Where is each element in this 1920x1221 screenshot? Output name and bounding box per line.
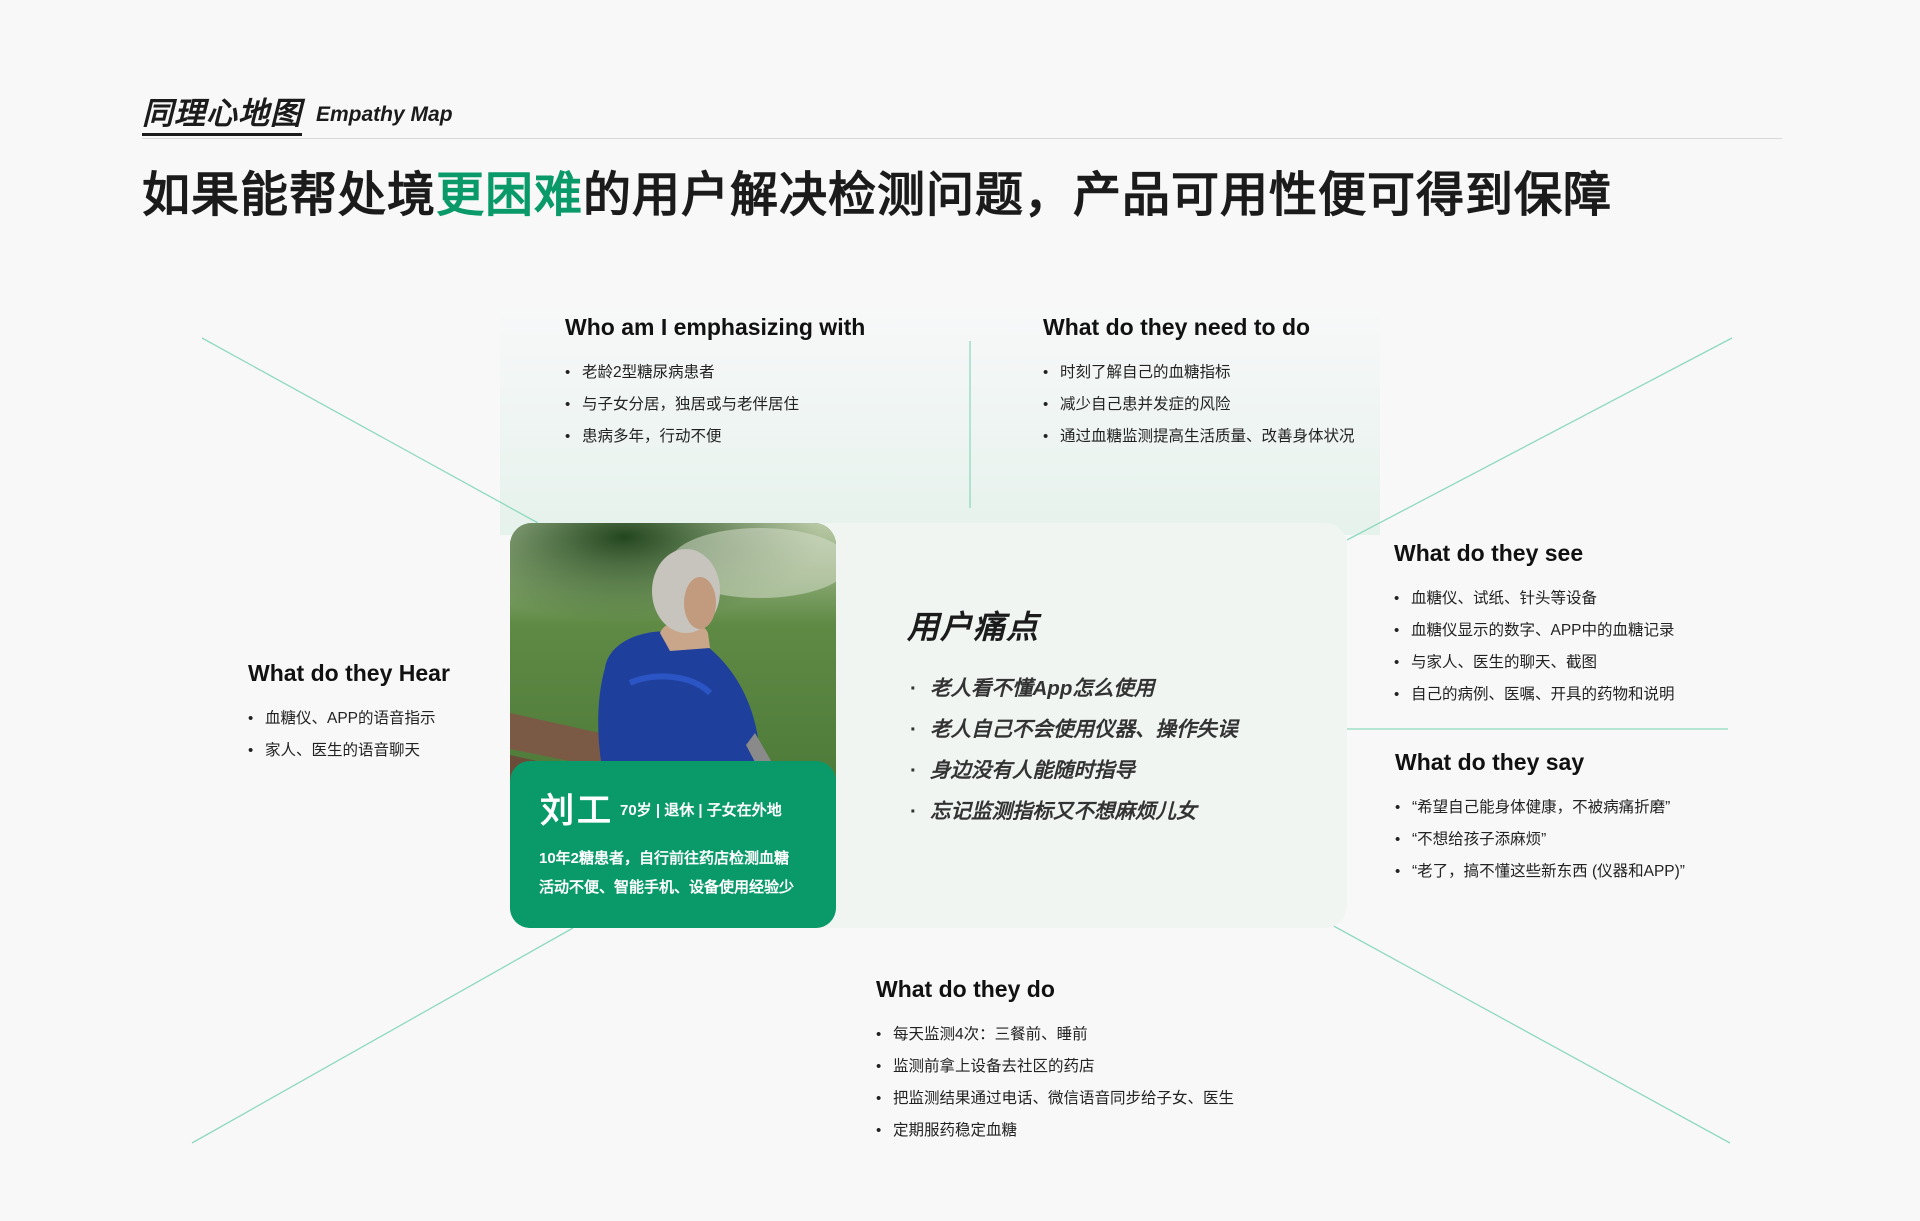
persona-meta: 70岁 | 退休 | 子女在外地: [620, 802, 782, 819]
list-item: “希望自己能身体健康，不被病痛折磨”: [1395, 792, 1685, 824]
section-who: Who am I emphasizing with 老龄2型糖尿病患者 与子女分…: [565, 314, 865, 453]
list-item: 每天监测4次：三餐前、睡前: [876, 1019, 1234, 1051]
pain-point-item: 身边没有人能随时指导: [910, 750, 1238, 791]
headline-part-1: 如果能帮处境: [142, 169, 437, 222]
persona-name: 刘工: [540, 792, 614, 830]
persona-desc-line: 10年2糖患者，自行前往药店检测血糖: [539, 850, 790, 867]
section-label-en: Empathy Map: [316, 103, 453, 126]
section-label-cn: 同理心地图: [142, 97, 302, 136]
list-item: 血糖仪、试纸、针头等设备: [1394, 583, 1675, 615]
section-say: What do they say “希望自己能身体健康，不被病痛折磨” “不想给…: [1395, 749, 1685, 888]
section-list: 血糖仪、APP的语音指示 家人、医生的语音聊天: [248, 703, 450, 767]
persona-desc-line: 活动不便、智能手机、设备使用经验少: [539, 879, 795, 896]
page-headline: 如果能帮处境更困难的用户解决检测问题，产品可用性便可得到保障: [142, 166, 1612, 226]
section-title: What do they Hear: [248, 660, 450, 686]
list-item: 把监测结果通过电话、微信语音同步给子女、医生: [876, 1083, 1234, 1115]
list-item: “不想给孩子添麻烦”: [1395, 824, 1685, 856]
section-list: 老龄2型糖尿病患者 与子女分居，独居或与老伴居住 患病多年，行动不便: [565, 357, 865, 453]
section-title: What do they need to do: [1043, 314, 1311, 340]
list-item: 定期服药稳定血糖: [876, 1115, 1234, 1147]
list-item: 自己的病例、医嘱、开具的药物和说明: [1394, 679, 1675, 711]
list-item: 监测前拿上设备去社区的药店: [876, 1051, 1234, 1083]
section-do: What do they do 每天监测4次：三餐前、睡前 监测前拿上设备去社区…: [876, 976, 1234, 1147]
list-item: 通过血糖监测提高生活质量、改善身体状况: [1043, 421, 1355, 453]
header-rule: [142, 138, 1782, 139]
headline-part-2: 的用户解决检测问题，产品可用性便可得到保障: [583, 169, 1613, 222]
persona-description: 10年2糖患者，自行前往药店检测血糖 活动不便、智能手机、设备使用经验少: [539, 844, 794, 902]
headline-accent: 更困难: [436, 169, 584, 222]
section-see: What do they see 血糖仪、试纸、针头等设备 血糖仪显示的数字、A…: [1394, 540, 1675, 711]
empathy-map-header: 同理心地图 Empathy Map: [142, 96, 1782, 139]
section-title: What do they see: [1394, 540, 1584, 566]
section-title: What do they say: [1395, 749, 1585, 775]
pain-point-item: 老人看不懂App怎么使用: [910, 668, 1238, 709]
list-item: 家人、医生的语音聊天: [248, 735, 450, 767]
section-list: “希望自己能身体健康，不被病痛折磨” “不想给孩子添麻烦” “老了，搞不懂这些新…: [1395, 792, 1685, 888]
pain-points-title: 用户痛点: [907, 609, 1040, 645]
divider-top-right: [1346, 337, 1733, 541]
pain-point-item: 老人自己不会使用仪器、操作失误: [910, 709, 1238, 750]
section-list: 血糖仪、试纸、针头等设备 血糖仪显示的数字、APP中的血糖记录 与家人、医生的聊…: [1394, 583, 1675, 711]
divider-top-left: [201, 337, 539, 524]
section-list: 时刻了解自己的血糖指标 减少自己患并发症的风险 通过血糖监测提高生活质量、改善身…: [1043, 357, 1355, 453]
list-item: 血糖仪显示的数字、APP中的血糖记录: [1394, 615, 1675, 647]
pain-point-item: 忘记监测指标又不想麻烦儿女: [910, 791, 1238, 832]
list-item: 老龄2型糖尿病患者: [565, 357, 865, 389]
list-item: “老了，搞不懂这些新东西 (仪器和APP)”: [1395, 856, 1685, 888]
section-hear: What do they Hear 血糖仪、APP的语音指示 家人、医生的语音聊…: [248, 660, 450, 767]
list-item: 时刻了解自己的血糖指标: [1043, 357, 1355, 389]
list-item: 血糖仪、APP的语音指示: [248, 703, 450, 735]
section-list: 每天监测4次：三餐前、睡前 监测前拿上设备去社区的药店 把监测结果通过电话、微信…: [876, 1019, 1234, 1147]
list-item: 与家人、医生的聊天、截图: [1394, 647, 1675, 679]
list-item: 患病多年，行动不便: [565, 421, 865, 453]
divider-bottom-left: [191, 927, 574, 1144]
list-item: 减少自己患并发症的风险: [1043, 389, 1355, 421]
section-need: What do they need to do 时刻了解自己的血糖指标 减少自己…: [1043, 314, 1355, 453]
persona-card: 刘工 70岁 | 退休 | 子女在外地 10年2糖患者，自行前往药店检测血糖 活…: [510, 761, 836, 928]
divider-bottom-right: [1329, 923, 1731, 1144]
section-title: Who am I emphasizing with: [565, 314, 866, 340]
pain-points-list: 老人看不懂App怎么使用 老人自己不会使用仪器、操作失误 身边没有人能随时指导 …: [910, 668, 1238, 832]
list-item: 与子女分居，独居或与老伴居住: [565, 389, 865, 421]
section-title: What do they do: [876, 976, 1055, 1002]
